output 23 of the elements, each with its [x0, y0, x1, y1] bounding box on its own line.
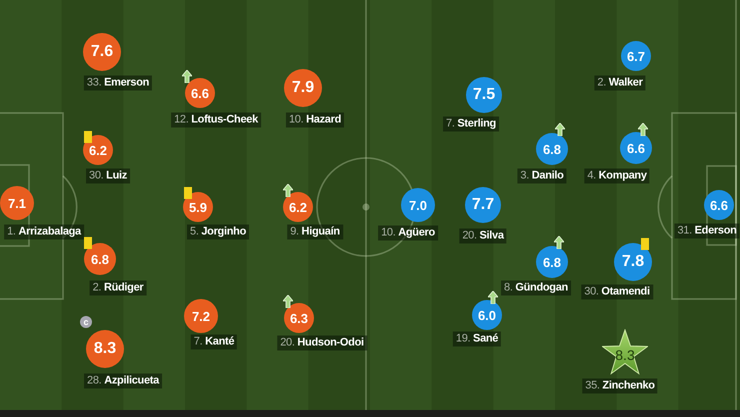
player-name-label: 2. Rüdiger: [90, 280, 146, 296]
player-name-label: 2. Walker: [594, 76, 646, 90]
player-name-label: 7. Kanté: [190, 334, 238, 350]
player-name-label: 30. Luiz: [86, 168, 130, 184]
player-name-label: 28. Azpilicueta: [84, 374, 162, 388]
player-name-label: 20. Silva: [459, 228, 507, 244]
player-name-label: 9. Higuaín: [287, 224, 343, 240]
player-name-label: 4. Kompany: [584, 168, 650, 184]
player-name-label: 20. Hudson-Odoi: [277, 336, 367, 350]
player-name-label: 31. Ederson: [674, 224, 740, 238]
player-name-label: 10. Hazard: [286, 112, 344, 128]
player-name-label: 3. Danilo: [517, 168, 567, 184]
player-name-label: 19. Sané: [452, 332, 502, 346]
player-name-label: 10. Agüero: [378, 226, 438, 240]
player-name-label: 35. Zinchenko: [582, 378, 658, 394]
player-name-label: 1. Arrizabalaga: [4, 224, 84, 240]
player-name-label: 8. Gündogan: [501, 280, 571, 296]
player-name-label: 33. Emerson: [84, 76, 152, 90]
player-name-label: 5. Jorginho: [187, 224, 249, 240]
star-rating-badge: 8.3: [602, 329, 648, 375]
player-name-label: 30. Otamendi: [581, 284, 653, 300]
player-name-label: 12. Loftus-Cheek: [171, 112, 261, 128]
player-name-label: 7. Sterling: [443, 116, 499, 132]
